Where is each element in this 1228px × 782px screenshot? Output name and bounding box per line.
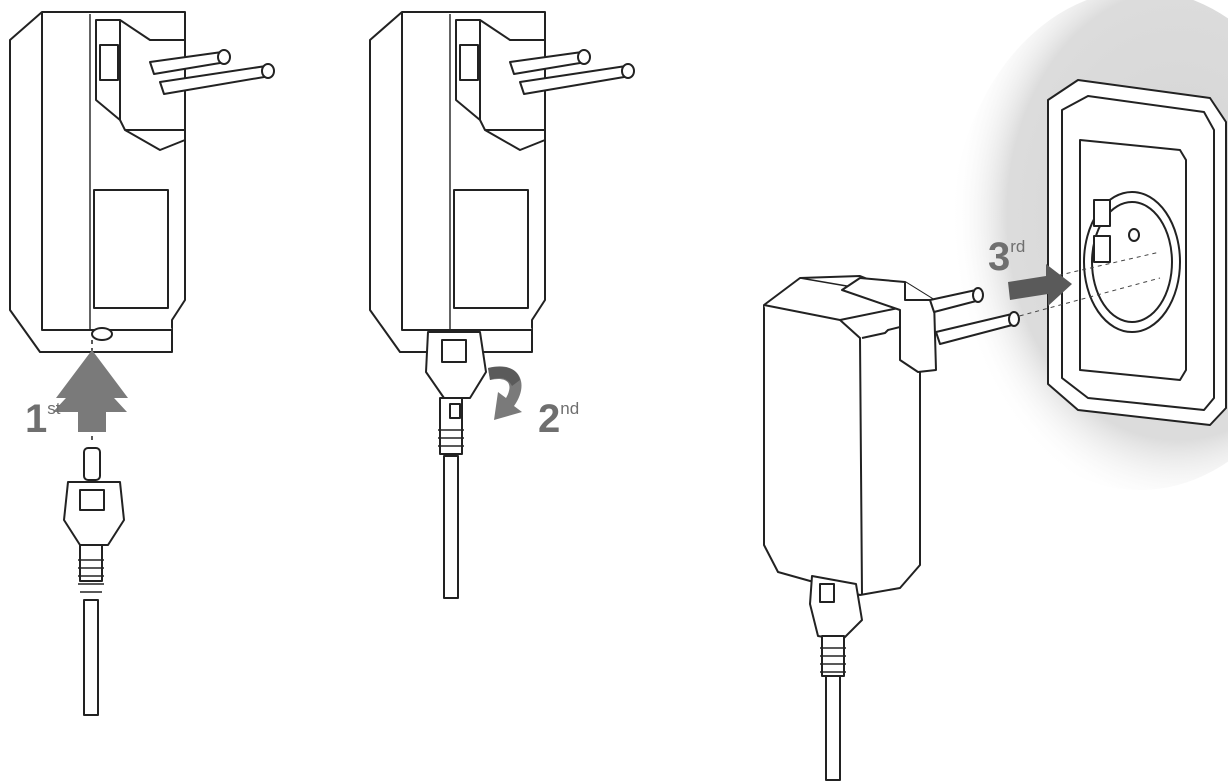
- power-adapter-icon: [9, 11, 275, 353]
- step-2-label: 2nd: [538, 397, 579, 441]
- power-adapter-icon-2: [369, 11, 635, 353]
- dc-plug-icon-3: [809, 575, 863, 781]
- step-3-panel: 3rd: [763, 0, 1228, 781]
- dc-plug-icon: [63, 447, 125, 716]
- step-3-label: 3rd: [988, 235, 1025, 279]
- step-2-panel: 2nd: [369, 11, 635, 599]
- power-adapter-icon-3: [763, 275, 1020, 596]
- dc-plug-icon-2: [425, 331, 487, 599]
- up-arrow-icon: [53, 372, 127, 412]
- right-arrow-icon: [1008, 264, 1072, 306]
- step-3-number: 3: [988, 235, 1010, 279]
- step-1-number: 1: [25, 397, 47, 441]
- step-2-suffix: nd: [560, 399, 579, 418]
- step-3-suffix: rd: [1010, 237, 1025, 256]
- step-2-number: 2: [538, 397, 560, 441]
- step-1-suffix: st: [47, 399, 61, 418]
- step-1-label: 1st: [25, 397, 61, 441]
- step-1-panel: 1st: [9, 11, 275, 716]
- wall-socket-icon: [1047, 79, 1227, 426]
